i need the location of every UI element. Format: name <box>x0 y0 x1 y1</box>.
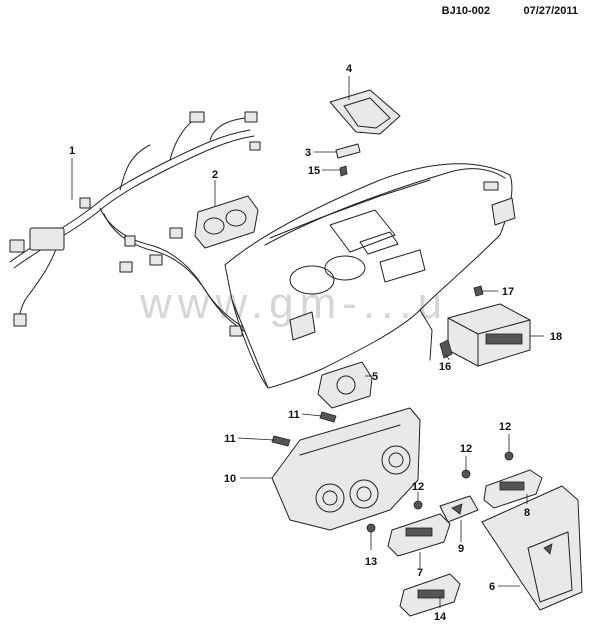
callout-15: 15 <box>308 165 320 177</box>
switch-7 <box>387 513 451 557</box>
wiring-harness <box>9 111 261 337</box>
leader-lines <box>71 76 544 608</box>
switch-8 <box>483 469 543 509</box>
callout-11b: 11 <box>224 433 236 445</box>
callout-12c: 12 <box>412 481 424 493</box>
callout-12b: 12 <box>460 443 472 455</box>
screw-12c <box>413 500 423 510</box>
callout-9: 9 <box>458 543 464 555</box>
screw-17 <box>473 285 484 297</box>
radio-receiver <box>447 303 531 367</box>
callout-17: 17 <box>502 286 514 298</box>
switch-14 <box>399 573 461 617</box>
callout-5: 5 <box>372 371 378 383</box>
callout-4: 4 <box>346 63 353 75</box>
screw-16 <box>439 339 453 359</box>
callout-12a: 12 <box>499 421 511 433</box>
callout-10: 10 <box>224 473 236 485</box>
callout-8: 8 <box>524 507 530 519</box>
hvac-control-panel <box>271 407 421 531</box>
callout-2: 2 <box>212 169 218 181</box>
screw-12b <box>461 469 471 479</box>
diagram-date: 07/27/2011 <box>524 5 578 17</box>
instrument-cluster <box>194 195 259 249</box>
screw-11a <box>319 411 337 423</box>
diagram-code: BJ10-002 <box>442 5 490 17</box>
screw-13 <box>366 523 376 533</box>
callout-16: 16 <box>439 361 451 373</box>
hazard-switch <box>439 495 479 523</box>
center-bezel <box>481 485 583 611</box>
callout-13: 13 <box>365 556 377 568</box>
callout-14: 14 <box>434 611 447 623</box>
bracket <box>335 143 361 159</box>
screw-12a <box>504 451 514 461</box>
callout-7: 7 <box>417 567 423 579</box>
screw-15 <box>339 165 348 177</box>
headlamp-switch <box>317 361 373 409</box>
instrument-panel <box>224 163 516 389</box>
callout-11a: 11 <box>288 409 300 421</box>
callout-3: 3 <box>305 147 311 159</box>
screw-11b <box>271 435 291 447</box>
callout-1: 1 <box>69 145 75 157</box>
callout-6: 6 <box>489 581 495 593</box>
callout-18: 18 <box>550 331 562 343</box>
dash-top-panel <box>329 89 401 135</box>
